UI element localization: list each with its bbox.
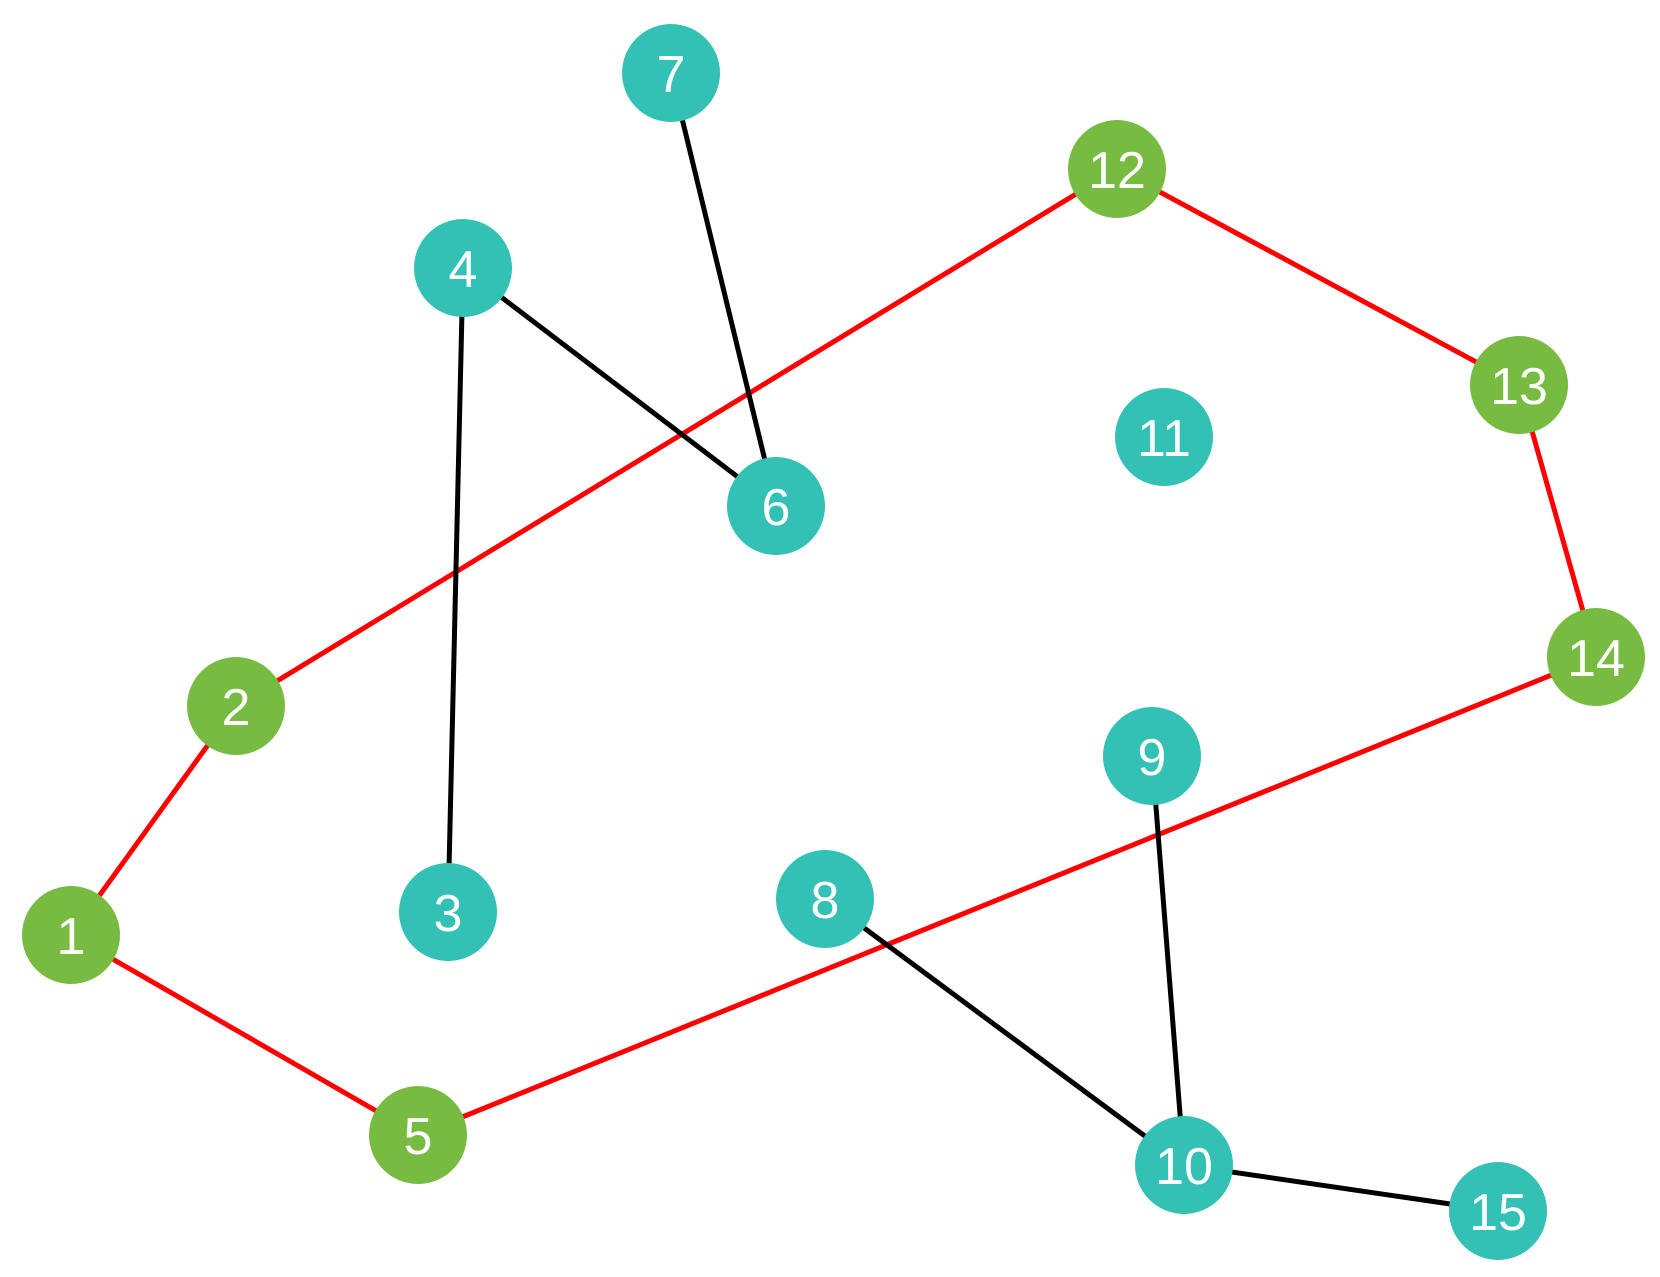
node-circle-12 — [1068, 120, 1166, 218]
node-13: 13 — [1470, 336, 1568, 434]
node-circle-10 — [1135, 1116, 1233, 1214]
node-9: 9 — [1103, 707, 1201, 805]
node-label-10: 10 — [1155, 1138, 1213, 1196]
node-circle-15 — [1449, 1162, 1547, 1260]
node-circle-5 — [369, 1086, 467, 1184]
node-circle-14 — [1547, 608, 1645, 706]
node-circle-2 — [187, 657, 285, 755]
node-label-7: 7 — [657, 46, 686, 104]
node-6: 6 — [727, 457, 825, 555]
edge-9-10 — [1149, 755, 1187, 1166]
node-label-13: 13 — [1490, 358, 1548, 416]
edge-1-5 — [69, 932, 420, 1138]
node-label-8: 8 — [811, 872, 840, 930]
node-8: 8 — [776, 850, 874, 948]
node-circle-9 — [1103, 707, 1201, 805]
edge-12-13 — [1115, 166, 1521, 388]
node-label-14: 14 — [1567, 630, 1625, 688]
node-7: 7 — [622, 24, 720, 122]
node-3: 3 — [399, 863, 497, 961]
edge-8-10 — [823, 896, 1186, 1168]
node-circle-11 — [1115, 388, 1213, 486]
edge-7-6 — [668, 72, 779, 507]
node-12: 12 — [1068, 120, 1166, 218]
node-2: 2 — [187, 657, 285, 755]
node-label-5: 5 — [404, 1108, 433, 1166]
edge-4-6 — [461, 266, 778, 508]
node-1: 1 — [22, 886, 120, 984]
node-label-11: 11 — [1137, 410, 1191, 468]
node-14: 14 — [1547, 608, 1645, 706]
node-label-6: 6 — [762, 479, 791, 537]
node-label-3: 3 — [434, 885, 463, 943]
node-circle-1 — [22, 886, 120, 984]
node-circle-4 — [414, 219, 512, 317]
node-label-1: 1 — [57, 908, 86, 966]
node-circle-13 — [1470, 336, 1568, 434]
node-15: 15 — [1449, 1162, 1547, 1260]
node-11: 11 — [1115, 388, 1213, 486]
edge-14-5 — [417, 654, 1597, 1138]
node-label-2: 2 — [222, 679, 251, 737]
node-10: 10 — [1135, 1116, 1233, 1214]
node-circle-6 — [727, 457, 825, 555]
node-label-12: 12 — [1088, 142, 1146, 200]
edges-layer — [68, 72, 1599, 1214]
node-4: 4 — [414, 219, 512, 317]
node-label-9: 9 — [1138, 729, 1167, 787]
edge-2-12 — [234, 166, 1119, 709]
node-circle-7 — [622, 24, 720, 122]
node-circle-3 — [399, 863, 497, 961]
edge-4-3 — [445, 267, 466, 913]
node-label-15: 15 — [1469, 1184, 1527, 1242]
node-label-4: 4 — [449, 241, 478, 299]
node-5: 5 — [369, 1086, 467, 1184]
node-circle-8 — [776, 850, 874, 948]
edge-10-15 — [1183, 1162, 1499, 1214]
